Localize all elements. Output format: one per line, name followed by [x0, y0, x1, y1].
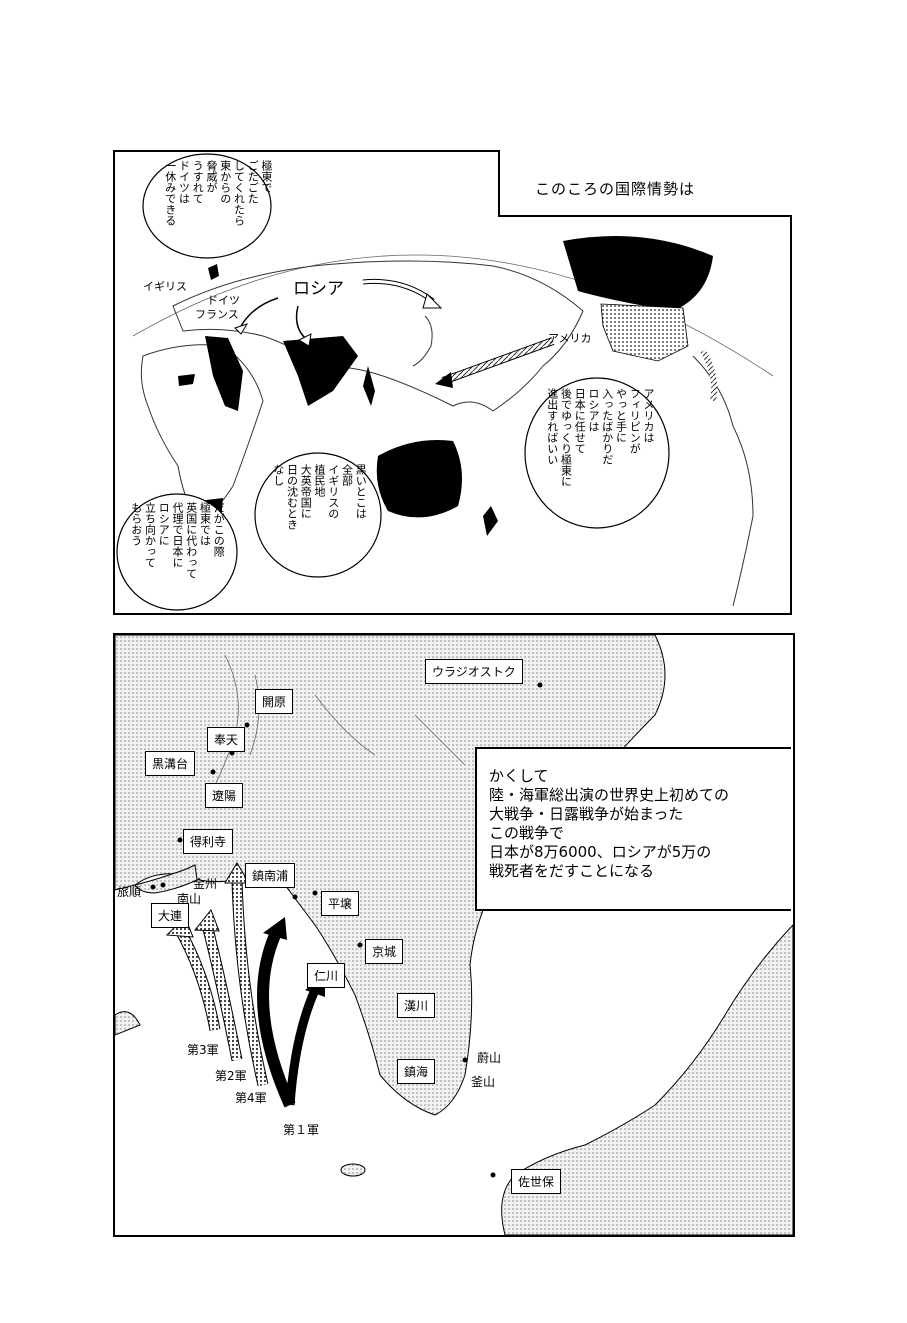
egypt-sudan-colony	[205, 336, 243, 411]
army-second-label: 第2軍	[215, 1069, 247, 1083]
americas-outline	[692, 355, 754, 607]
label-germany: ドイツ	[207, 294, 240, 307]
bubble-text-america: アメリカは フィリピンが やっと手に 入ったばかりだ ロシアは 日本に任せて 後…	[545, 388, 655, 487]
russia-arrow-west	[240, 297, 279, 327]
place-tokuriji: 得利寺	[183, 829, 234, 854]
army-third-label: 第3軍	[187, 1043, 219, 1057]
place-fuzan: 釜山	[471, 1075, 496, 1089]
label-russia: ロシア	[293, 279, 344, 299]
newzealand-colony	[483, 506, 498, 536]
australia-colony	[376, 440, 462, 518]
first-army-arrow-east	[285, 988, 320, 1106]
narration-line-1: かくして	[489, 767, 549, 785]
place-nanzan: 南山	[177, 892, 202, 906]
place-ryoyo: 遼陽	[205, 783, 244, 808]
place-dairen: 大連	[151, 903, 190, 928]
place-kansen: 漢川	[397, 993, 436, 1018]
place-keijo: 京城	[365, 939, 404, 964]
narration-line-4: この戦争で	[489, 824, 565, 842]
place-chinnampo: 鎮南浦	[245, 863, 296, 888]
speech-bubble-britain-japan: だがこの際 極東では 英国に代わって 代理で日本に ロシアに 立ち向かって もら…	[115, 490, 239, 614]
russia-arrow-south	[295, 305, 306, 339]
malaya-colony	[363, 366, 375, 406]
label-france: フランス	[195, 308, 239, 321]
army-first-label: 第１軍	[283, 1123, 320, 1137]
russo-japanese-war-panel: かくして 陸・海軍総出演の世界史上初めての 大戦争・日露戦争が始まった この戦争…	[113, 633, 795, 1237]
korea-manchuria-map	[115, 635, 793, 1235]
place-heijo: 平壌	[321, 891, 360, 916]
panel-heading: このころの国際情勢は	[535, 180, 696, 198]
canada-colony	[563, 236, 713, 311]
narration-line-6: 戦死者をだすことになる	[489, 862, 655, 880]
place-sasebo: 佐世保	[511, 1169, 562, 1194]
america-arrow-south	[700, 349, 718, 402]
speech-bubble-germany: 極東で ごたごた してくれたら 東からの 脅威が うすれて ドイツは 一休みでき…	[141, 152, 273, 260]
place-kaigen: 開原	[255, 689, 294, 714]
speech-bubble-british-empire: 黒いとこは 全部 イギリスの 植民地 大英帝国に 日の沈むとき なし	[253, 450, 383, 580]
place-urusan: 蔚山	[477, 1051, 502, 1065]
liaodong-peninsula	[134, 864, 198, 894]
narration-line-5: 日本が8万6000、ロシアが5万の	[489, 843, 712, 861]
narration-line-2: 陸・海軍総出演の世界史上初めての	[489, 786, 730, 804]
japan-outline	[412, 315, 433, 367]
bubble-text-germany: 極東で ごたごた してくれたら 東からの 脅威が うすれて ドイツは 一休みでき…	[163, 160, 273, 226]
bubble-text-britain-japan: だがこの際 極東では 英国に代わって 代理で日本に ロシアに 立ち向かって もら…	[129, 502, 226, 579]
world-map	[132, 236, 774, 607]
place-jinsen: 仁川	[307, 963, 346, 988]
place-vladivostok: ウラジオストク	[425, 659, 523, 684]
india-colony	[283, 336, 358, 406]
label-britain: イギリス	[143, 280, 187, 293]
britain-colony	[208, 264, 219, 280]
west-africa-colony	[178, 374, 195, 386]
place-kokukodai: 黒溝台	[145, 751, 196, 776]
place-hoten: 奉天	[207, 727, 246, 752]
world-situation-panel: このころの国際情勢は	[113, 150, 792, 615]
japan-islands	[501, 924, 793, 1235]
bubble-text-british-empire: 黒いとこは 全部 イギリスの 植民地 大英帝国に 日の沈むとき なし	[271, 464, 368, 530]
label-america: アメリカ	[548, 332, 592, 345]
tsushima	[340, 1163, 366, 1177]
place-kinshu: 金州	[193, 877, 218, 891]
usa-territory	[600, 303, 689, 362]
place-chinkai: 鎮海	[397, 1059, 436, 1084]
army-fourth-label: 第4軍	[235, 1091, 267, 1105]
narration-box: かくして 陸・海軍総出演の世界史上初めての 大戦争・日露戦争が始まった この戦争…	[475, 747, 791, 911]
place-ryojun: 旅順	[117, 885, 142, 899]
first-army-arrow-north	[257, 932, 296, 1108]
narration-line-3: 大戦争・日露戦争が始まった	[489, 805, 684, 823]
speech-bubble-america: アメリカは フィリピンが やっと手に 入ったばかりだ ロシアは 日本に任せて 後…	[523, 376, 671, 530]
shandong-coast	[115, 1011, 141, 1036]
